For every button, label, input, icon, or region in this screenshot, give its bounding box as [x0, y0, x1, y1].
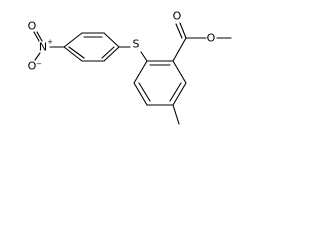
sulfur-label: S	[133, 38, 140, 51]
nitro-group: N + O O −	[28, 20, 65, 73]
nitro-oxygen-top-label: O	[28, 20, 37, 33]
methyl-group	[172, 104, 180, 125]
nitro-oxygen-bottom-label: O	[28, 60, 37, 73]
ester-oxygen-label: O	[207, 32, 216, 45]
nitro-nitrogen-charge: +	[47, 38, 53, 46]
nitro-nitrogen-label: N	[39, 41, 47, 54]
benzoate-ring	[133, 60, 187, 106]
chemical-structure: N + O O − S O O	[28, 10, 232, 125]
methyl-ester-group: O O	[172, 10, 232, 62]
nitro-oxygen-charge: −	[36, 60, 42, 68]
carbonyl-oxygen-label: O	[173, 10, 182, 23]
thioether-bridge: S	[118, 38, 148, 62]
nitrophenyl-ring	[63, 32, 120, 62]
